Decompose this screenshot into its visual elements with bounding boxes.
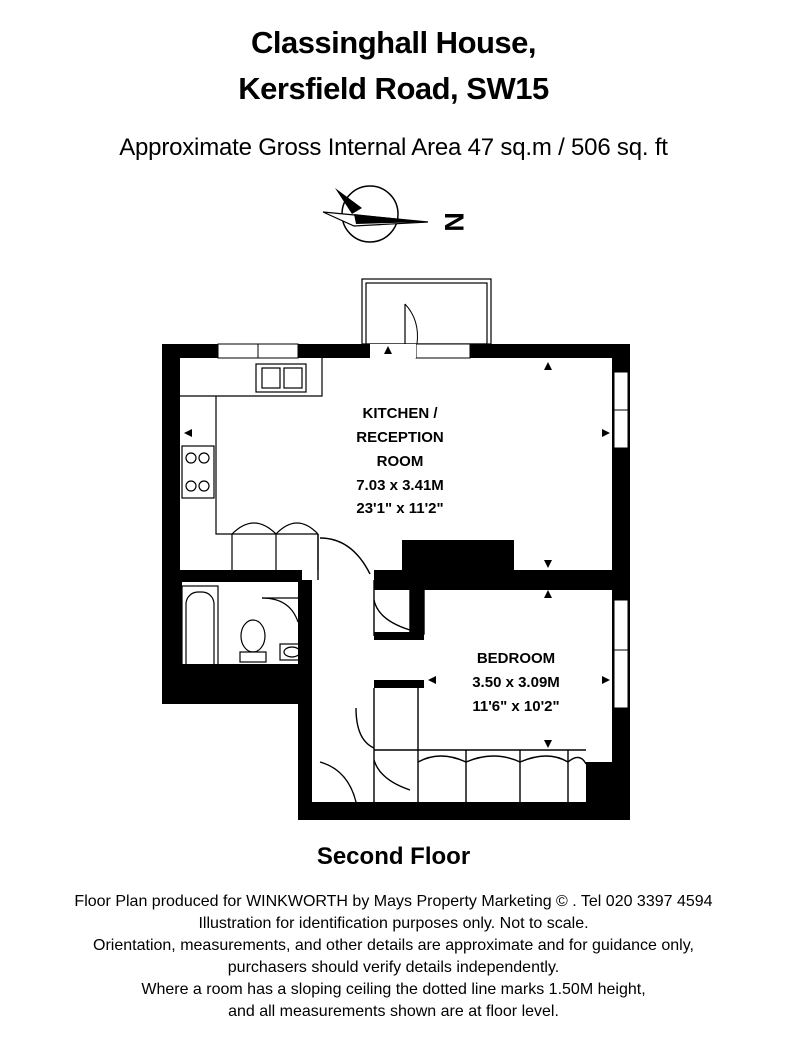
kitchen-name-line2: RECEPTION <box>356 429 444 446</box>
gross-internal-area: Approximate Gross Internal Area 47 sq.m … <box>119 134 668 161</box>
kitchen-label: KITCHEN / RECEPTION ROOM 7.03 x 3.41M 23… <box>356 405 444 517</box>
internal-walls <box>317 534 587 803</box>
compass-needle-icon <box>335 188 362 214</box>
disclaimer-line: Floor Plan produced for WINKWORTH by May… <box>74 893 713 910</box>
property-title-line1: Classinghall House, <box>250 25 537 60</box>
floor-plan: N <box>162 185 630 820</box>
disclaimer-line: purchasers should verify details indepen… <box>227 959 560 976</box>
bedroom-imperial: 11'6" x 10'2" <box>472 698 559 715</box>
compass-needle-dark-icon <box>354 214 428 224</box>
compass: N <box>322 185 469 243</box>
disclaimer-line: Where a room has a sloping ceiling the d… <box>141 981 646 998</box>
property-title-line2: Kersfield Road, SW15 <box>238 71 549 106</box>
balcony-door-swing <box>404 303 418 345</box>
kitchen-units <box>180 358 323 570</box>
kitchen-name-line3: ROOM <box>377 453 424 470</box>
disclaimer: Floor Plan produced for WINKWORTH by May… <box>0 891 787 1023</box>
disclaimer-line: and all measurements shown are at floor … <box>228 1003 559 1020</box>
disclaimer-line: Orientation, measurements, and other det… <box>93 937 694 954</box>
bedroom-label: BEDROOM 3.50 x 3.09M 11'6" x 10'2" <box>472 650 560 715</box>
disclaimer-line: Illustration for identification purposes… <box>198 915 589 932</box>
bedroom-name: BEDROOM <box>477 650 555 667</box>
kitchen-imperial: 23'1" x 11'2" <box>356 500 443 517</box>
kitchen-metric: 7.03 x 3.41M <box>356 477 444 494</box>
floor-label: Second Floor <box>316 843 471 870</box>
dimension-markers <box>184 346 610 748</box>
windows <box>217 343 629 709</box>
bathroom-fixtures <box>181 585 305 683</box>
kitchen-name-line1: KITCHEN / <box>363 405 439 422</box>
balcony-door-opening <box>370 344 416 358</box>
compass-circle-icon <box>341 185 399 243</box>
compass-north-label: N <box>439 212 469 232</box>
balcony <box>361 278 492 345</box>
bedroom-metric: 3.50 x 3.09M <box>472 674 560 691</box>
